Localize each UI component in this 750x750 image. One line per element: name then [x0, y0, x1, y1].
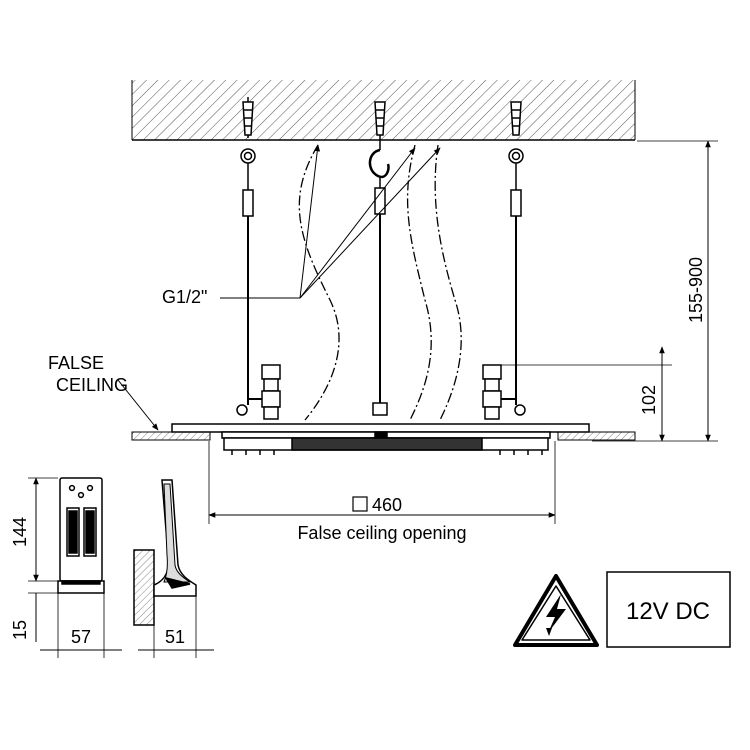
suspension-anchor-center: [368, 101, 390, 416]
shower-head-plate: [171, 423, 590, 451]
dimension-control-height: 144 15: [10, 477, 58, 642]
false-ceiling-label-line1: FALSE: [48, 353, 104, 373]
voltage-box: 12V DC: [606, 571, 731, 648]
square-dimension-icon: [352, 496, 368, 512]
thread-callout: G1/2": [162, 144, 441, 307]
control-width-label: 57: [71, 627, 91, 647]
control-panel-front: [57, 477, 105, 594]
height-102-label: 102: [639, 385, 659, 415]
high-voltage-warning-icon: [513, 574, 599, 647]
control-panel-side: [133, 479, 197, 626]
control-height-label: 144: [10, 517, 30, 547]
false-ceiling-label-line2: CEILING: [56, 375, 128, 395]
false-ceiling-label-group: FALSE CEILING: [48, 353, 159, 431]
suspension-anchor-left: [240, 97, 256, 405]
dimension-opening: 460 False ceiling opening: [208, 441, 556, 543]
opening-caption: False ceiling opening: [297, 523, 466, 543]
flexible-hoses: [298, 144, 462, 421]
control-depth-label: 51: [165, 627, 185, 647]
control-base-label: 15: [10, 620, 30, 640]
inlet-valve-left: [236, 364, 281, 420]
inlet-valve-right: [482, 364, 526, 420]
false-ceiling-left: [131, 431, 211, 441]
opening-size-label: 460: [372, 495, 402, 515]
shower-nozzles: [231, 450, 543, 455]
dimension-height-range: 155-900: [592, 140, 718, 442]
false-ceiling-right: [557, 431, 636, 441]
voltage-label: 12V DC: [626, 598, 710, 625]
dimension-control-width: 57: [40, 593, 122, 658]
dimension-control-depth: 51: [138, 596, 214, 658]
dimension-102: 102: [498, 346, 672, 442]
height-range-label: 155-900: [686, 257, 706, 323]
thread-size-label: G1/2": [162, 287, 207, 307]
suspension-anchor-right: [508, 101, 524, 405]
